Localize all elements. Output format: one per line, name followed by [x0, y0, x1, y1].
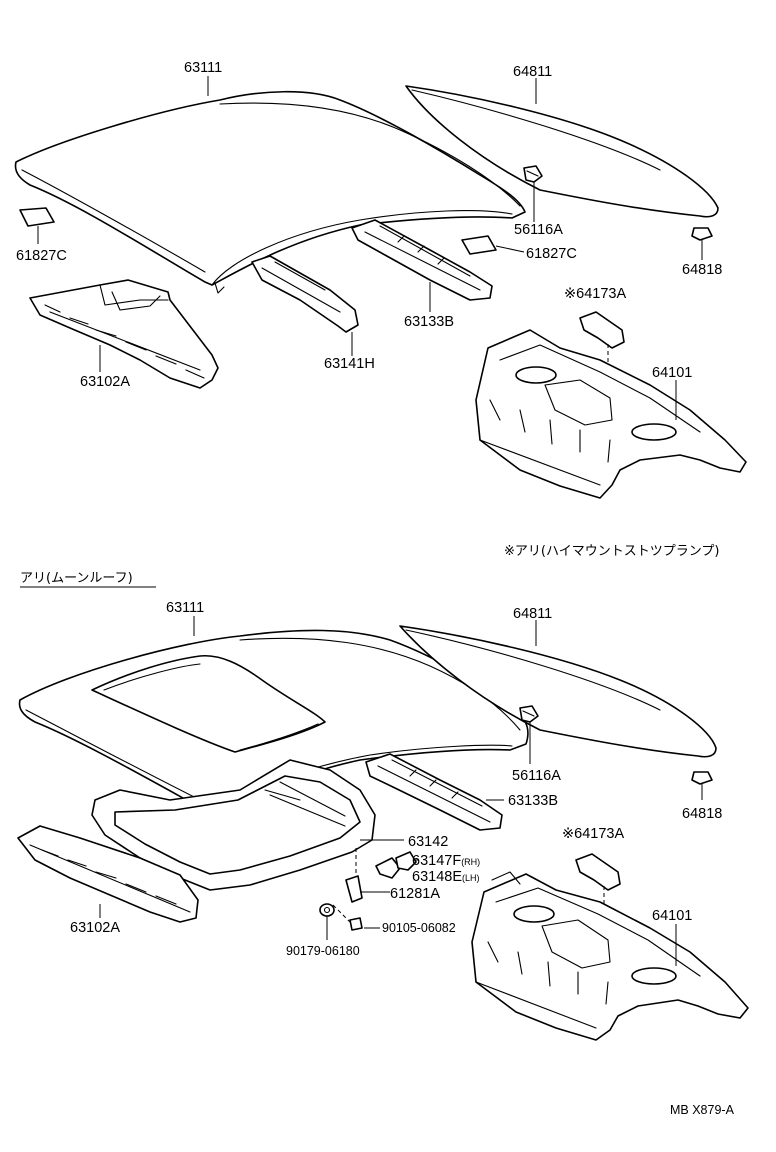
label-front-header-top: 63102A — [80, 374, 130, 390]
rear-header-bottom — [365, 753, 503, 831]
leaders-bottom — [99, 616, 703, 966]
label-front-header-bottom: 63102A — [70, 920, 120, 936]
label-roof-panel-bottom: 63111 — [166, 600, 204, 616]
roof-bow-top — [251, 255, 359, 333]
nut — [319, 903, 335, 917]
label-package-tray-top: 64101 — [652, 365, 692, 381]
label-rear-header-top: 63133B — [404, 314, 454, 330]
label-stopper-bottom: 64818 — [682, 806, 722, 822]
label-rear-header-bottom: 63133B — [508, 793, 558, 809]
back-window-glass-top — [405, 85, 719, 218]
label-nut: 90179-06180 — [286, 944, 360, 958]
pad-61827c-left — [19, 207, 55, 227]
roof-panel-bottom — [18, 629, 529, 819]
front-header-bottom — [17, 825, 199, 923]
note-high-mount: ※アリ(ハイマウントストツプランプ) — [504, 544, 719, 559]
label-roof-panel-top: 63111 — [184, 60, 222, 76]
sunroof-housing — [91, 759, 376, 891]
bolt — [332, 904, 363, 931]
label-stop-lamp-bracket-top: ※64173A — [564, 286, 626, 302]
label-clip-bottom: 56116A — [512, 768, 561, 784]
label-back-window-glass-top: 64811 — [513, 64, 552, 80]
stopper-64818-bottom — [691, 771, 713, 785]
package-tray-top — [475, 329, 747, 499]
clip-56116a-bottom — [519, 705, 539, 723]
label-bolt: 90105-06082 — [382, 921, 456, 935]
brackets-rh-lh — [375, 851, 417, 879]
label-bracket-rh: 63147F(RH) — [412, 853, 480, 869]
rear-header-top — [351, 219, 493, 301]
back-window-glass-bottom — [399, 625, 717, 758]
clip-56116a-top — [523, 165, 543, 183]
label-clip-top: 56116A — [514, 222, 563, 238]
bracket-stay — [345, 848, 363, 903]
roof-panel-top — [14, 90, 526, 294]
pad-61827c-right — [461, 235, 497, 255]
label-back-window-glass-bottom: 64811 — [513, 606, 552, 622]
label-pad-right: 61827C — [526, 246, 577, 262]
label-roof-bow-top: 63141H — [324, 356, 375, 372]
stopper-64818-top — [691, 227, 713, 241]
label-sunroof-housing: 63142 — [408, 834, 448, 850]
package-tray-bottom — [471, 871, 749, 1041]
label-bracket-lh: 63148E(LH) — [412, 869, 480, 885]
note-moon-roof: アリ(ムーンルーフ) — [20, 571, 133, 586]
label-package-tray-bottom: 64101 — [652, 908, 692, 924]
label-bracket-stay: 61281A — [390, 886, 440, 902]
label-stop-lamp-bracket-bottom: ※64173A — [562, 826, 624, 842]
footer-code: MB X879-A — [670, 1103, 735, 1117]
leaders-top — [37, 76, 703, 420]
label-stopper-top: 64818 — [682, 262, 722, 278]
front-header-top — [29, 279, 219, 389]
label-pad-left: 61827C — [16, 248, 67, 264]
